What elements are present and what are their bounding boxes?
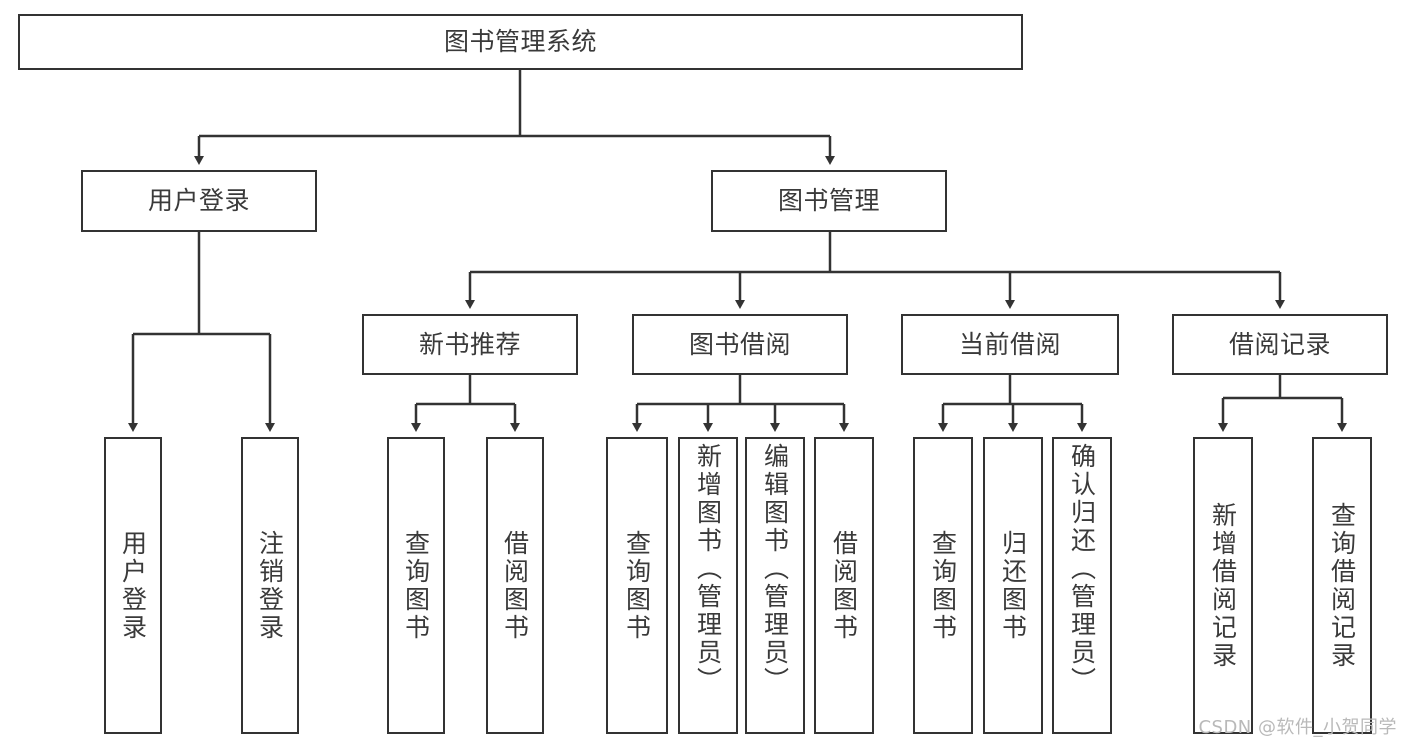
leaf-current-confirm-return-label: 确认归还（管理员） bbox=[1067, 443, 1097, 695]
leaf-borrow-query-book-label: 查询图书 bbox=[622, 529, 652, 642]
leaf-current-query-book[interactable]: 查询图书 bbox=[913, 437, 973, 734]
leaf-borrow-add-book[interactable]: 新增图书（管理员） bbox=[678, 437, 738, 734]
node-borrow-record-label: 借阅记录 bbox=[1228, 329, 1331, 359]
leaf-recommend-borrow-book[interactable]: 借阅图书 bbox=[486, 437, 544, 734]
node-user-login[interactable]: 用户登录 bbox=[81, 170, 317, 232]
leaf-current-return-book-label: 归还图书 bbox=[998, 529, 1028, 642]
leaf-record-query[interactable]: 查询借阅记录 bbox=[1312, 437, 1372, 734]
leaf-recommend-query-book-label: 查询图书 bbox=[401, 529, 431, 642]
leaf-user-logout-label: 注销登录 bbox=[255, 529, 285, 642]
leaf-user-login-label: 用户登录 bbox=[118, 529, 148, 642]
leaf-borrow-query-book[interactable]: 查询图书 bbox=[606, 437, 668, 734]
leaf-user-logout[interactable]: 注销登录 bbox=[241, 437, 299, 734]
leaf-borrow-add-book-label: 新增图书（管理员） bbox=[693, 443, 723, 695]
leaf-record-add[interactable]: 新增借阅记录 bbox=[1193, 437, 1253, 734]
node-book-manage[interactable]: 图书管理 bbox=[711, 170, 947, 232]
leaf-current-confirm-return[interactable]: 确认归还（管理员） bbox=[1052, 437, 1112, 734]
leaf-current-query-book-label: 查询图书 bbox=[928, 529, 958, 642]
leaf-user-login[interactable]: 用户登录 bbox=[104, 437, 162, 734]
node-new-book-recommend-label: 新书推荐 bbox=[418, 329, 521, 359]
node-current-borrow[interactable]: 当前借阅 bbox=[901, 314, 1119, 375]
node-book-borrow[interactable]: 图书借阅 bbox=[632, 314, 848, 375]
leaf-recommend-borrow-book-label: 借阅图书 bbox=[500, 529, 530, 642]
node-borrow-record[interactable]: 借阅记录 bbox=[1172, 314, 1388, 375]
leaf-borrow-edit-book[interactable]: 编辑图书（管理员） bbox=[745, 437, 805, 734]
leaf-record-query-label: 查询借阅记录 bbox=[1327, 501, 1357, 670]
leaf-record-add-label: 新增借阅记录 bbox=[1208, 501, 1238, 670]
node-user-login-label: 用户登录 bbox=[147, 186, 250, 216]
watermark: CSDN @软件_小贺同学 bbox=[1198, 717, 1397, 738]
node-new-book-recommend[interactable]: 新书推荐 bbox=[362, 314, 578, 375]
leaf-recommend-query-book[interactable]: 查询图书 bbox=[387, 437, 445, 734]
node-root-label: 图书管理系统 bbox=[443, 27, 597, 57]
node-book-manage-label: 图书管理 bbox=[777, 186, 880, 216]
node-book-borrow-label: 图书借阅 bbox=[688, 329, 791, 359]
leaf-borrow-edit-book-label: 编辑图书（管理员） bbox=[760, 443, 790, 695]
leaf-borrow-borrow-book-label: 借阅图书 bbox=[829, 529, 859, 642]
node-current-borrow-label: 当前借阅 bbox=[958, 329, 1061, 359]
leaf-current-return-book[interactable]: 归还图书 bbox=[983, 437, 1043, 734]
node-root[interactable]: 图书管理系统 bbox=[18, 14, 1023, 70]
leaf-borrow-borrow-book[interactable]: 借阅图书 bbox=[814, 437, 874, 734]
